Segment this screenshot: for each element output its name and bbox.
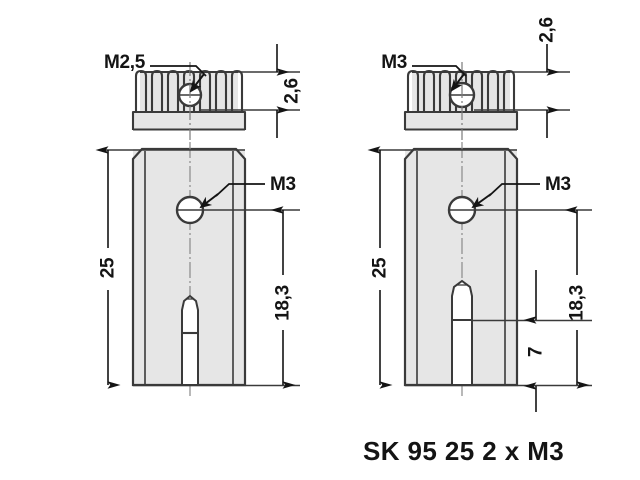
right-label-m3-body-text: M3	[545, 174, 571, 195]
part-number-caption: SK 95 25 2 x M3	[363, 436, 564, 466]
right-dim-2-6-label: 2,6	[537, 17, 558, 43]
right-dim-18-3-label: 18,3	[567, 285, 588, 321]
left-view: 2,6 M2,5	[95, 44, 303, 396]
left-label-m25: M2,5	[104, 52, 207, 93]
right-base-fill	[405, 112, 517, 129]
left-label-m3: M3	[199, 174, 296, 209]
right-label-m3-fin: M3	[381, 52, 467, 92]
right-label-m3-body: M3	[471, 174, 571, 209]
left-label-m25-text: M2,5	[104, 52, 146, 73]
right-dim-18-3: 18,3	[564, 206, 590, 389]
right-dim-7-label: 7	[526, 347, 547, 357]
right-view: 2,6 M3	[367, 17, 592, 412]
left-dim-25-label: 25	[98, 257, 119, 278]
left-dim-2-6: 2,6	[276, 44, 303, 138]
left-dim-25: 25	[95, 146, 121, 389]
right-stud-outline	[451, 279, 473, 386]
right-dim-7: 7	[523, 270, 547, 412]
left-label-m3-text: M3	[270, 174, 296, 195]
left-dim-18-3: 18,3	[270, 206, 296, 389]
right-dim-25-label: 25	[370, 257, 391, 278]
left-front-view	[100, 142, 300, 396]
right-dim-25: 25	[367, 146, 393, 389]
left-base-fill	[133, 112, 245, 129]
right-label-m3-fin-text: M3	[381, 52, 407, 73]
left-dim-18-3-label: 18,3	[273, 285, 294, 321]
right-dim-2-6: 2,6	[537, 17, 560, 138]
left-dim-2-6-label: 2,6	[282, 78, 303, 104]
left-stud-outline	[181, 294, 199, 386]
